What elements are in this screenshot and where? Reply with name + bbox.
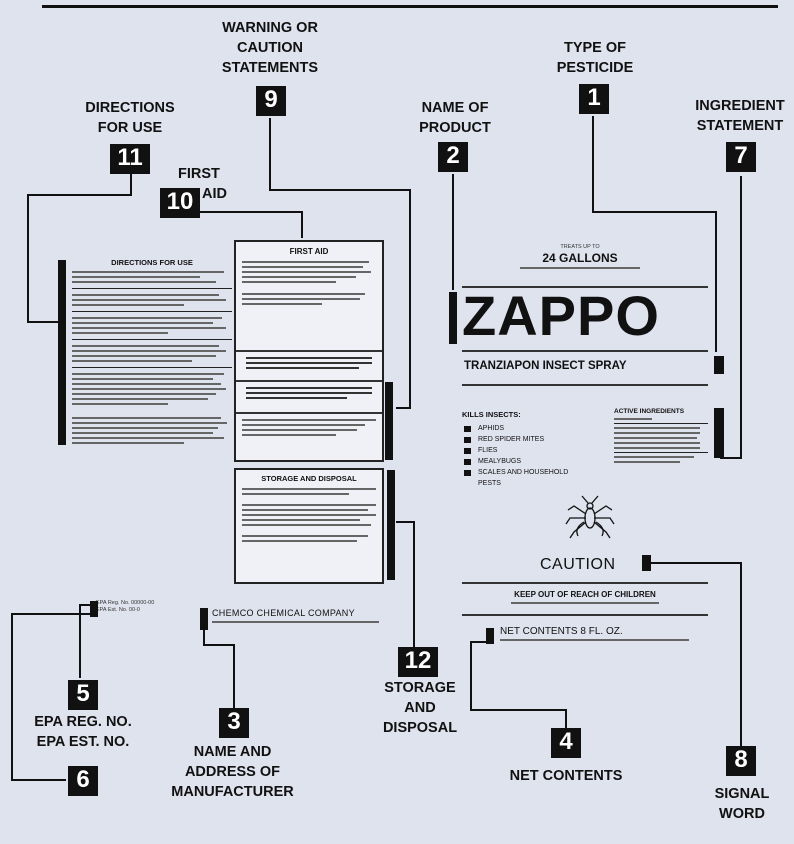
directions-panel: DIRECTIONS FOR USE: [72, 258, 232, 578]
first-aid-panel: FIRST AID: [234, 240, 384, 462]
type-bracket: [714, 356, 724, 374]
signal-bracket: [642, 555, 651, 571]
callout-5-number: 5: [68, 680, 98, 710]
kills-item: RED SPIDER MITES: [462, 434, 602, 445]
keep-out-warning: KEEP OUT OF REACH OF CHILDREN: [462, 590, 708, 607]
callout-4-number: 4: [551, 728, 581, 758]
callout-7-number: 7: [726, 142, 756, 172]
leader-6: [11, 613, 96, 781]
leader-4: [470, 641, 567, 728]
callout-4-title: NET CONTENTS: [509, 768, 623, 784]
leader-8: [650, 562, 742, 760]
directions-bracket: [58, 260, 66, 445]
callout-6-number: 6: [68, 766, 98, 796]
callout-10-number: 10: [160, 188, 200, 218]
callout-2-number: 2: [438, 142, 468, 172]
leader-11: [27, 170, 132, 323]
ingredient-bracket: [714, 408, 724, 458]
leader-3: [203, 630, 235, 710]
epa-est-no: EPA Est. No. 00-0: [96, 607, 140, 613]
kills-item: MEALYBUGS: [462, 456, 602, 467]
leader-7: [720, 176, 742, 459]
kills-item: FLIES: [462, 445, 602, 456]
net-contents-bracket: [486, 628, 494, 644]
product-bracket: [449, 292, 457, 344]
leader-1: [592, 116, 717, 352]
top-rule: [42, 5, 778, 8]
net-contents: NET CONTENTS 8 FL. OZ.: [500, 626, 710, 643]
storage-panel: STORAGE AND DISPOSAL: [234, 468, 384, 584]
callout-1-number: 1: [579, 84, 609, 114]
storage-bracket: [387, 470, 395, 580]
leader-12: [396, 521, 415, 648]
product-name: ZAPPO: [462, 284, 660, 347]
callout-9-number: 9: [256, 86, 286, 116]
callout-8-number: 8: [726, 746, 756, 776]
treats-volume: 24 GALLONS: [542, 251, 618, 265]
leader-10: [182, 211, 303, 238]
callout-5-title: EPA REG. NO.EPA EST. NO.: [34, 714, 132, 750]
kills-item: APHIDS: [462, 423, 602, 434]
storage-title: STORAGE AND DISPOSAL: [261, 474, 357, 483]
ingredient-statement: ACTIVE INGREDIENTS: [614, 408, 708, 466]
kills-item: SCALES AND HOUSEHOLD PESTS: [462, 467, 588, 489]
product-subtitle: TRANZIAPON INSECT SPRAY: [464, 360, 627, 372]
insect-icon: [565, 495, 615, 539]
kills-insects: KILLS INSECTS: APHIDS RED SPIDER MITES F…: [462, 410, 602, 489]
first-aid-title: FIRST AID: [289, 247, 329, 256]
callout-12-number: 12: [398, 647, 438, 677]
signal-word: CAUTION: [540, 556, 616, 573]
callout-11-number: 11: [110, 144, 150, 174]
treats-block: TREATS UP TO 24 GALLONS: [505, 244, 655, 271]
warning-bracket: [385, 382, 393, 460]
company-name: CHEMCO CHEMICAL COMPANY: [212, 608, 355, 618]
epa-numbers: EPA Reg. No. 00000-00 EPA Est. No. 00-0: [96, 600, 186, 614]
callout-3-number: 3: [219, 708, 249, 738]
epa-reg-no: EPA Reg. No. 00000-00: [96, 600, 155, 606]
directions-text: [72, 271, 232, 444]
leader-9: [269, 118, 411, 409]
manufacturer-block: CHEMCO CHEMICAL COMPANY: [212, 608, 397, 626]
manufacturer-bracket: [200, 608, 208, 630]
directions-title: DIRECTIONS FOR USE: [111, 258, 193, 267]
